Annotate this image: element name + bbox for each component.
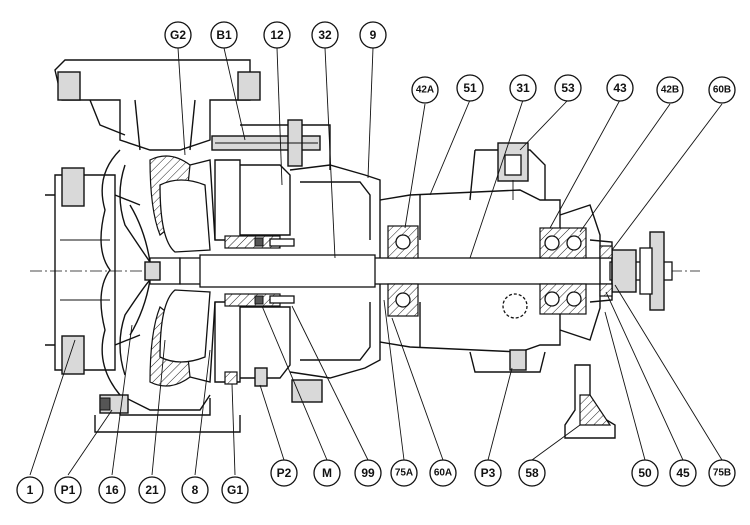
callout-12: 12	[263, 21, 291, 49]
callout-21: 21	[138, 476, 166, 504]
callout-G2: G2	[164, 21, 192, 49]
svg-text:P1: P1	[61, 483, 76, 497]
callout-B1: B1	[210, 21, 238, 49]
base-feet	[94, 349, 527, 433]
callout-42A: 42A	[411, 76, 439, 104]
leader-lines	[29, 47, 723, 476]
callout-G1: G1	[221, 476, 249, 504]
callout-42B: 42B	[656, 76, 684, 104]
oil-sight-glass	[502, 293, 528, 319]
svg-text:G1: G1	[227, 483, 243, 497]
callout-P3: P3	[474, 459, 502, 487]
bearing-60A	[387, 225, 419, 317]
callout-P1: P1	[54, 476, 82, 504]
callout-M: M	[313, 459, 341, 487]
svg-text:31: 31	[516, 81, 530, 95]
casing-inlet	[45, 167, 151, 375]
callout-58: 58	[518, 459, 546, 487]
callout-31: 31	[509, 74, 537, 102]
mechanical-seal	[224, 235, 295, 307]
svg-text:58: 58	[525, 466, 539, 480]
svg-text:60B: 60B	[713, 85, 731, 96]
callout-16: 16	[98, 476, 126, 504]
svg-text:12: 12	[270, 28, 284, 42]
svg-text:32: 32	[318, 28, 332, 42]
callout-53: 53	[554, 74, 582, 102]
callout-9: 9	[359, 21, 387, 49]
svg-text:75B: 75B	[713, 468, 731, 479]
callout-75B: 75B	[708, 459, 736, 487]
svg-text:G2: G2	[170, 28, 186, 42]
svg-text:42A: 42A	[416, 85, 434, 96]
discharge-nozzle	[54, 59, 261, 151]
callout-32: 32	[311, 21, 339, 49]
svg-text:8: 8	[192, 483, 199, 497]
svg-text:M: M	[322, 466, 332, 480]
support-foot	[564, 364, 616, 439]
svg-text:45: 45	[676, 466, 690, 480]
callouts: G2 B1 12 32 9 42A 51 31 53 43 42B 60B 1 …	[16, 21, 736, 504]
coupling-flange	[611, 231, 665, 311]
svg-text:42B: 42B	[661, 85, 679, 96]
bearing-cover	[589, 239, 613, 303]
svg-text:53: 53	[561, 81, 575, 95]
bearing-housing	[379, 149, 601, 373]
svg-text:50: 50	[638, 466, 652, 480]
callout-99: 99	[354, 459, 382, 487]
svg-text:51: 51	[463, 81, 477, 95]
svg-text:1: 1	[27, 483, 34, 497]
shaft	[179, 254, 673, 288]
callout-60B: 60B	[708, 76, 736, 104]
svg-text:60A: 60A	[434, 468, 452, 479]
svg-text:99: 99	[361, 466, 375, 480]
callout-1: 1	[16, 476, 44, 504]
stud-bolt	[211, 119, 321, 167]
callout-60A: 60A	[429, 459, 457, 487]
svg-text:P3: P3	[481, 466, 496, 480]
svg-text:75A: 75A	[395, 468, 413, 479]
bearing-bracket	[240, 124, 381, 379]
svg-text:B1: B1	[216, 28, 232, 42]
callout-43: 43	[606, 74, 634, 102]
svg-text:9: 9	[370, 28, 377, 42]
callout-50: 50	[631, 459, 659, 487]
callout-8: 8	[181, 476, 209, 504]
svg-text:21: 21	[145, 483, 159, 497]
svg-text:16: 16	[105, 483, 119, 497]
plugs	[99, 397, 111, 411]
oiler-cap	[497, 142, 529, 200]
callout-45: 45	[669, 459, 697, 487]
callout-51: 51	[456, 74, 484, 102]
callout-P2: P2	[270, 459, 298, 487]
svg-text:43: 43	[613, 81, 627, 95]
svg-text:P2: P2	[277, 466, 292, 480]
impeller	[144, 179, 211, 363]
callout-75A: 75A	[390, 459, 418, 487]
bearing-60B	[539, 227, 587, 315]
